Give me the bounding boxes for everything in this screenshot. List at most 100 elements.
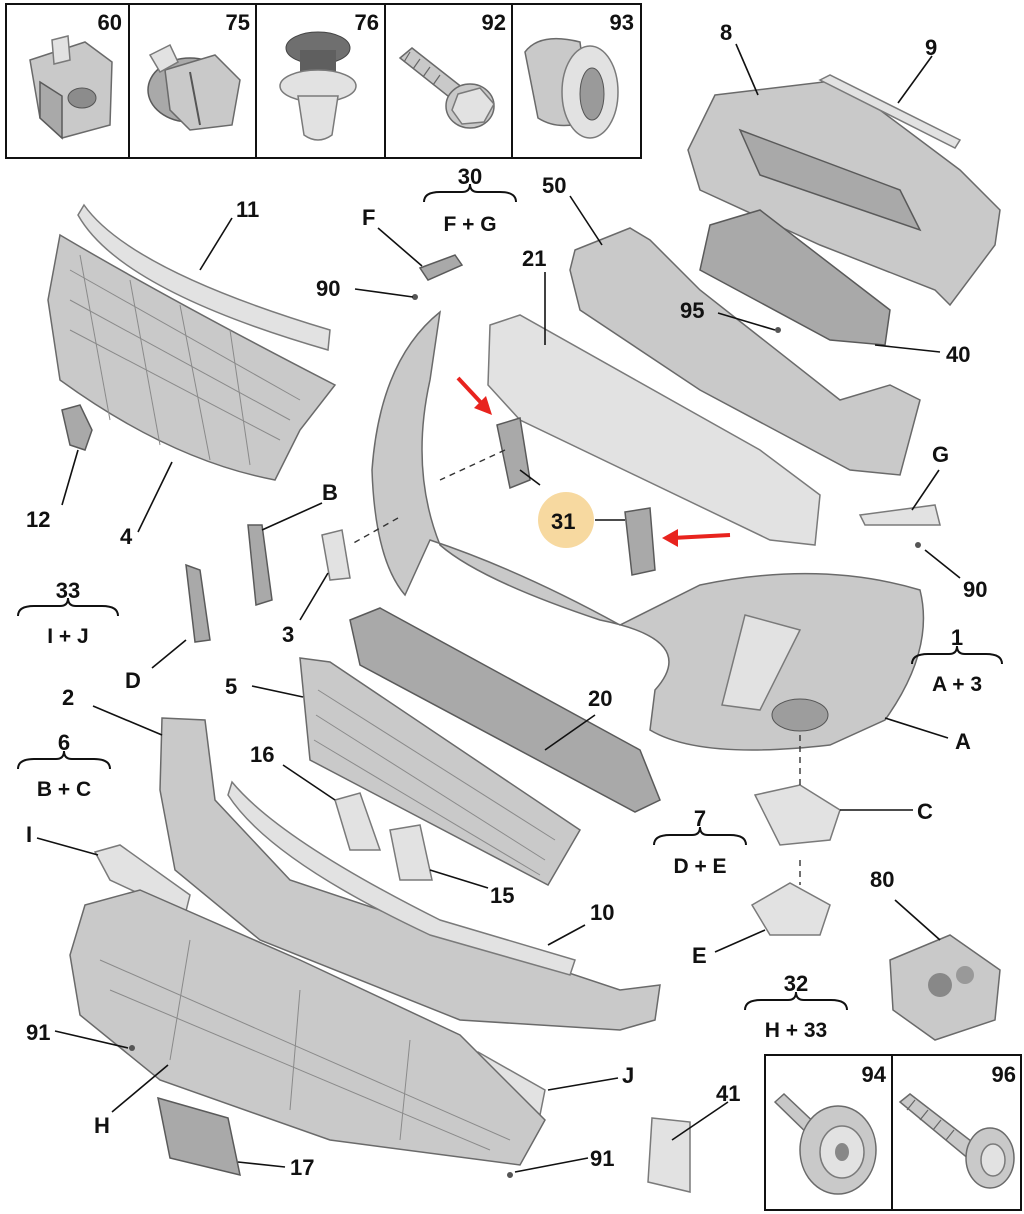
label-9: 9 <box>925 35 937 60</box>
part-5-lower-grille <box>299 657 582 886</box>
label-H: H <box>94 1113 110 1138</box>
label-10: 10 <box>590 900 614 925</box>
part-11-trim <box>77 203 331 351</box>
part-I-bracket <box>93 844 191 917</box>
kit-6: 6 B + C <box>17 730 111 801</box>
label-91-bottom: 91 <box>590 1146 614 1171</box>
part-3-cap <box>321 529 351 581</box>
part-17-plate <box>157 1096 241 1177</box>
label-4: 4 <box>120 524 133 549</box>
self-tapping-screw-icon <box>898 1093 1015 1189</box>
kit-groups: 30 F + G 33 I + J 1 A + 3 6 B + C 7 D + … <box>17 164 1003 1042</box>
part-31-bracket-right <box>624 507 656 576</box>
label-C: C <box>917 799 933 824</box>
part-B-side-trim <box>247 524 273 606</box>
part-9-strip <box>818 74 962 149</box>
svg-text:F + G: F + G <box>443 213 496 236</box>
label-90-right: 90 <box>963 577 987 602</box>
red-arrow-upper-icon <box>456 376 492 415</box>
label-E: E <box>692 943 707 968</box>
kit-ref-93: 93 <box>610 10 634 35</box>
svg-text:7: 7 <box>694 806 706 831</box>
svg-text:A + 3: A + 3 <box>932 673 982 696</box>
part-40-tray <box>699 209 891 346</box>
part-41-pad <box>647 1117 691 1193</box>
bottom-kit-boxes: 94 96 <box>764 1054 1022 1211</box>
washer-screw-icon <box>773 1092 877 1195</box>
part-12-bracket <box>61 404 93 451</box>
kit-ref-92: 92 <box>482 10 506 35</box>
kit-ref-76: 76 <box>355 10 379 35</box>
label-17: 17 <box>290 1155 314 1180</box>
svg-text:H + 33: H + 33 <box>765 1019 827 1042</box>
kit-1: 1 A + 3 <box>911 625 1003 696</box>
part-E-fog-cover <box>750 882 831 936</box>
svg-text:I + J: I + J <box>47 625 88 648</box>
label-B: B <box>322 480 338 505</box>
svg-text:B + C: B + C <box>37 778 91 801</box>
label-41: 41 <box>716 1081 740 1106</box>
label-3: 3 <box>282 622 294 647</box>
kit-7: 7 D + E <box>653 806 747 878</box>
label-95: 95 <box>680 298 704 323</box>
label-5: 5 <box>225 674 237 699</box>
kit-32: 32 H + 33 <box>744 971 848 1042</box>
part-labels: 8 9 11 F 90 50 21 95 40 4 1 2 B 31 G 90 3… <box>26 20 987 1180</box>
kit-30: 30 F + G <box>423 164 517 236</box>
label-16: 16 <box>250 742 274 767</box>
part-G-bracket <box>858 504 941 526</box>
part-15-cover <box>389 824 433 881</box>
part-H-undertray <box>69 889 546 1166</box>
part-20-beam <box>349 607 661 813</box>
label-40: 40 <box>946 342 970 367</box>
part-31-bracket-left <box>496 417 531 490</box>
part-2-lip <box>159 717 661 1031</box>
svg-text:6: 6 <box>58 730 70 755</box>
label-21: 21 <box>522 246 546 271</box>
part-10-lower-trim <box>227 780 576 976</box>
part-C-fog-cover <box>753 784 841 846</box>
alignment-lines <box>349 449 801 885</box>
part-D-side-trim <box>185 563 211 643</box>
kit-ref-75: 75 <box>226 10 250 35</box>
kit-ref-60: 60 <box>98 10 122 35</box>
push-clip-icon <box>147 43 241 131</box>
svg-text:1: 1 <box>951 625 963 650</box>
part-50-crossmember <box>569 227 921 476</box>
label-D: D <box>125 668 141 693</box>
highlight-arrows <box>456 376 731 547</box>
kit-ref-94: 94 <box>862 1062 887 1087</box>
label-15: 15 <box>490 883 514 908</box>
label-G: G <box>932 442 949 467</box>
part-4-grille <box>47 233 337 481</box>
flange-bolt-icon <box>398 47 495 129</box>
label-2: 2 <box>62 685 74 710</box>
label-A: A <box>955 729 971 754</box>
top-kit-boxes: 60 75 76 92 93 <box>5 3 642 159</box>
part-F-bracket <box>418 254 464 281</box>
part-31-highlight <box>538 492 594 548</box>
label-8: 8 <box>720 20 732 45</box>
label-F-top: F <box>362 205 375 230</box>
label-91-left: 91 <box>26 1020 50 1045</box>
red-arrow-lower-icon <box>662 529 731 547</box>
kit-ref-96: 96 <box>992 1062 1016 1087</box>
label-31: 31 <box>551 509 575 534</box>
label-J: J <box>622 1063 634 1088</box>
leader-lines <box>36 43 961 1173</box>
label-11: 11 <box>236 197 259 222</box>
label-20: 20 <box>588 686 612 711</box>
svg-text:D + E: D + E <box>673 855 726 878</box>
label-I: I <box>26 822 32 847</box>
part-16-cover <box>334 792 382 851</box>
label-90-top: 90 <box>316 276 340 301</box>
grommet-icon <box>524 37 619 139</box>
parts-layer <box>47 74 1001 1193</box>
label-50: 50 <box>542 173 566 198</box>
cage-nut-icon <box>29 35 113 140</box>
part-21-absorber <box>487 314 821 546</box>
kit-33: 33 I + J <box>17 578 119 648</box>
plastic-rivet-icon <box>279 31 357 141</box>
svg-text:32: 32 <box>784 971 808 996</box>
